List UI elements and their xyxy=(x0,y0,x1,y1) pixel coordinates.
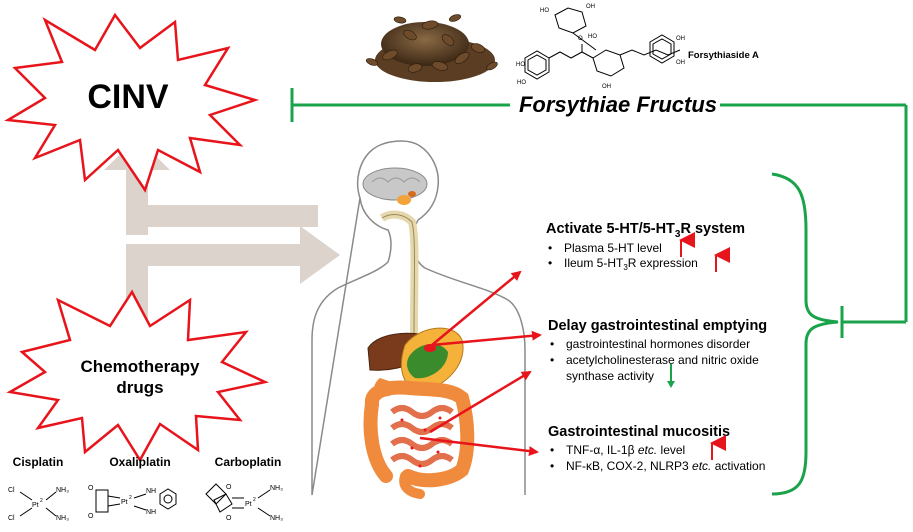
mechanism-3-title: Gastrointestinal mucositis xyxy=(548,424,730,440)
mechanism-2-title: Delay gastrointestinal emptying xyxy=(548,318,767,334)
carboplatin-structure-icon xyxy=(205,483,271,517)
inhibit-line-cinv xyxy=(290,88,908,338)
svg-text:NH₃: NH₃ xyxy=(56,515,69,522)
chemotherapy-burst xyxy=(6,289,269,463)
svg-text:NH₃: NH₃ xyxy=(270,515,283,522)
digestive-system-icon xyxy=(363,210,475,499)
human-body-outline xyxy=(311,140,526,496)
brain-icon xyxy=(362,167,428,205)
svg-text:O: O xyxy=(226,515,232,522)
mechanism-1-bullet-2-symbol: • xyxy=(548,256,552,270)
svg-text:O: O xyxy=(226,484,232,491)
mechanism-3-bullet-2: NF-κB, COX-2, NLRP3 etc. activation xyxy=(566,459,765,473)
red-mechanism-arrows xyxy=(419,270,542,457)
mechanism-1-bullet-1: Plasma 5-HT level xyxy=(564,241,662,255)
green-brace xyxy=(771,172,839,496)
chemotherapy-label-line1: Chemotherapy xyxy=(80,357,200,376)
svg-text:OH: OH xyxy=(602,84,611,90)
svg-text:NH₃: NH₃ xyxy=(270,485,283,492)
svg-text:HO: HO xyxy=(517,80,526,86)
svg-text:2: 2 xyxy=(129,495,132,501)
svg-text:2: 2 xyxy=(40,498,43,504)
mechanism-3-bullet-2-symbol: • xyxy=(550,459,554,473)
svg-text:Pt: Pt xyxy=(245,501,252,508)
mechanism-3-bullet-1-symbol: • xyxy=(550,443,554,457)
svg-text:HO: HO xyxy=(516,62,525,68)
compound-name: Forsythiaside A xyxy=(688,50,759,61)
herb-seed-pile-icon xyxy=(365,14,498,82)
drug-name-carboplatin: Carboplatin xyxy=(215,455,282,469)
oxaliplatin-structure-icon xyxy=(95,488,177,513)
mechanism-1-bullet-1-symbol: • xyxy=(548,241,552,255)
svg-text:Cl: Cl xyxy=(8,515,15,522)
mechanism-1-title: Activate 5-HT/5-HT3R system xyxy=(546,221,745,240)
oxaliplatin-atoms: O O Pt 2 NH NH xyxy=(88,485,156,520)
trend-down-arrowhead xyxy=(667,381,675,388)
svg-text:Pt: Pt xyxy=(32,502,39,509)
drug-name-cisplatin: Cisplatin xyxy=(13,455,64,469)
cinv-label: CINV xyxy=(87,78,169,116)
mechanism-2-bullet-1: gastrointestinal hormones disorder xyxy=(566,337,750,351)
svg-text:HO: HO xyxy=(588,34,597,40)
mechanism-3-bullet-1: TNF-α, IL-1β etc. level xyxy=(566,443,685,457)
svg-text:HO: HO xyxy=(540,8,549,14)
svg-text:O: O xyxy=(88,485,94,492)
svg-text:OH: OH xyxy=(586,4,595,10)
mechanism-2-bullet-3: synthase activity xyxy=(566,369,654,383)
svg-text:NH: NH xyxy=(146,488,156,495)
svg-text:NH₃: NH₃ xyxy=(56,487,69,494)
svg-text:Pt: Pt xyxy=(121,499,128,506)
mechanism-2-bullet-2: acetylcholinesterase and nitric oxide xyxy=(566,353,759,367)
svg-text:O: O xyxy=(578,36,583,42)
cisplatin-structure-icon xyxy=(19,491,57,517)
chemotherapy-label-line2: drugs xyxy=(116,378,163,397)
cisplatin-atoms: Cl Cl Pt 2 NH₃ NH₃ xyxy=(8,487,69,522)
mechanism-1-bullet-2: Ileum 5-HT3R expression xyxy=(564,256,698,272)
cinv-burst xyxy=(4,12,260,193)
svg-text:Cl: Cl xyxy=(8,487,15,494)
svg-text:OH: OH xyxy=(676,60,685,66)
molecule-icon xyxy=(524,7,681,80)
mechanism-2-bullet-1-symbol: • xyxy=(550,337,554,351)
molecule-atom-labels: HO HO O HO OH HO OH OH OH xyxy=(516,4,685,90)
drug-name-oxaliplatin: Oxaliplatin xyxy=(109,455,170,469)
herb-name: Forsythiae Fructus xyxy=(519,92,717,117)
carboplatin-atoms: O O Pt 2 NH₃ NH₃ xyxy=(226,484,283,522)
svg-text:NH: NH xyxy=(146,509,156,516)
svg-text:2: 2 xyxy=(253,497,256,503)
svg-text:OH: OH xyxy=(676,36,685,42)
mechanism-2-bullet-2-symbol: • xyxy=(550,353,554,367)
svg-text:O: O xyxy=(88,513,94,520)
